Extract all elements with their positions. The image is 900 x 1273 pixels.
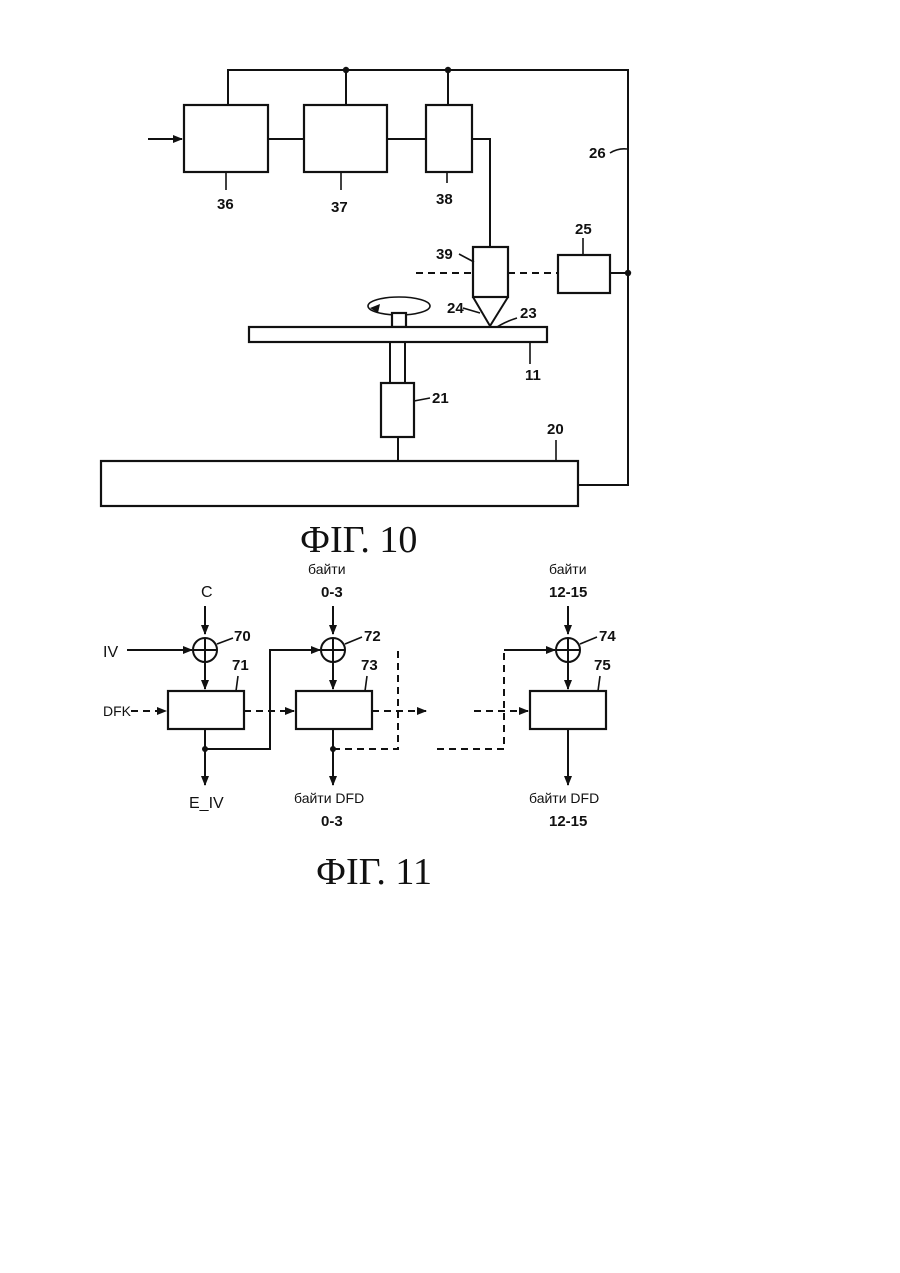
- label-37: 37: [331, 199, 348, 216]
- figure-11-caption: ФІГ. 11: [316, 851, 432, 893]
- junction-dot: [625, 270, 631, 276]
- figure-11: C IV 70 71 DFK E_IV байти 0-3 72: [103, 561, 616, 893]
- feedback-prev-74: [437, 650, 504, 749]
- junction-dot: [445, 67, 451, 73]
- label-72: 72: [364, 628, 381, 645]
- bytes-word-1: байти: [308, 561, 346, 577]
- leader-39: [459, 254, 474, 262]
- block-25: [558, 255, 610, 293]
- motor-21: [381, 383, 414, 437]
- wire-38-39: [472, 139, 490, 246]
- label-11: 11: [525, 367, 541, 384]
- label-71: 71: [232, 657, 249, 674]
- label-38: 38: [436, 191, 453, 208]
- leader-73: [365, 676, 367, 691]
- leader-75: [598, 676, 600, 691]
- label-26: 26: [589, 145, 606, 162]
- xor-70-icon: [193, 638, 217, 662]
- block-73: [296, 691, 372, 729]
- disk-11: [249, 327, 547, 342]
- spindle: [392, 313, 406, 327]
- head-39: [473, 247, 508, 297]
- shaft: [390, 342, 405, 383]
- base-20: [101, 461, 578, 506]
- label-70: 70: [234, 628, 251, 645]
- block-71: [168, 691, 244, 729]
- leader-24: [463, 308, 480, 313]
- dfd-label-2: байти DFD: [529, 790, 599, 806]
- figure-10: 36 37 38 39 25 26 24 23: [101, 67, 631, 561]
- leader-71: [236, 676, 238, 691]
- label-24: 24: [447, 300, 464, 317]
- input-c-label: C: [201, 584, 213, 601]
- label-74: 74: [599, 628, 616, 645]
- label-73: 73: [361, 657, 378, 674]
- dfd-range-2: 12-15: [549, 813, 587, 830]
- label-23: 23: [520, 305, 537, 322]
- label-20: 20: [547, 421, 564, 438]
- junction-dot: [343, 67, 349, 73]
- dfd-label-1: байти DFD: [294, 790, 364, 806]
- input-dfk-label: DFK: [103, 703, 132, 719]
- bytes-word-2: байти: [549, 561, 587, 577]
- leader-26: [610, 149, 627, 153]
- bytes-range-in-2: 12-15: [549, 584, 587, 601]
- dfd-range-1: 0-3: [321, 813, 343, 830]
- leader-21: [414, 398, 430, 401]
- input-iv-label: IV: [103, 644, 118, 661]
- block-75: [530, 691, 606, 729]
- figure-10-caption: ФІГ. 10: [300, 519, 417, 561]
- label-36: 36: [217, 196, 234, 213]
- output-e-iv-label: E_IV: [189, 795, 224, 812]
- block-37: [304, 105, 387, 172]
- label-21: 21: [432, 390, 449, 407]
- label-39: 39: [436, 246, 453, 263]
- block-38: [426, 105, 472, 172]
- bytes-range-in-1: 0-3: [321, 584, 343, 601]
- leader-74: [580, 637, 597, 644]
- block-36: [184, 105, 268, 172]
- label-25: 25: [575, 221, 592, 238]
- xor-74-icon: [556, 638, 580, 662]
- leader-70: [217, 638, 233, 644]
- xor-72-icon: [321, 638, 345, 662]
- stylus-tip-24: [473, 297, 508, 326]
- leader-72: [345, 637, 362, 644]
- label-75: 75: [594, 657, 611, 674]
